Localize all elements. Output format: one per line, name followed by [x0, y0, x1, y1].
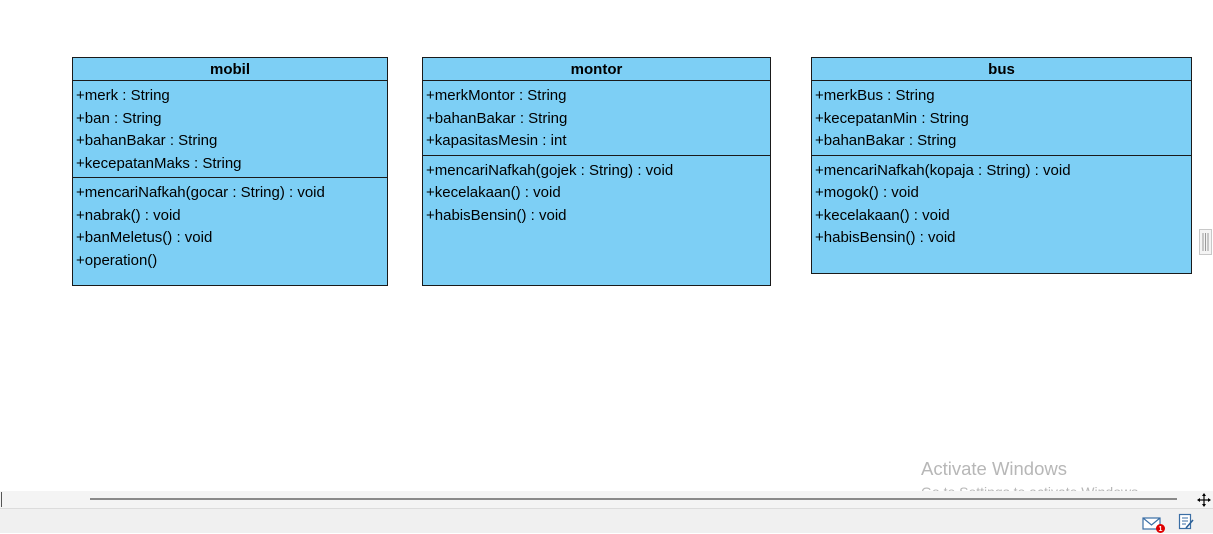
attributes-compartment: +merk : String +ban : String +bahanBakar… [73, 81, 387, 178]
attribute[interactable]: +merk : String [76, 87, 170, 104]
resize-grip-icon[interactable] [1199, 229, 1212, 255]
watermark-title: Activate Windows [921, 458, 1067, 479]
operation[interactable]: +habisBensin() : void [426, 206, 567, 224]
class-name[interactable]: montor [423, 58, 770, 81]
diagram-canvas[interactable]: mobil +merk : String +ban : String +baha… [0, 0, 1213, 500]
status-bar: 1 [0, 508, 1213, 533]
operation[interactable]: +mogok() : void [815, 184, 919, 201]
operations-compartment: +mencariNafkah(kopaja : String) : void +… [812, 156, 1191, 252]
class-name[interactable]: bus [812, 58, 1191, 81]
class-box-bus[interactable]: bus +merkBus : String +kecepatanMin : St… [811, 57, 1192, 274]
attribute[interactable]: +bahanBakar : String [815, 132, 957, 149]
operation[interactable]: +banMeletus() : void [76, 229, 213, 246]
operation[interactable]: +habisBensin() : void [815, 229, 956, 246]
attribute[interactable]: +bahanBakar : String [76, 132, 218, 149]
operation[interactable]: +kecelakaan() : void [426, 184, 561, 201]
scroll-track[interactable] [90, 498, 1177, 500]
operation[interactable]: +mencariNafkah(kopaja : String) : void [815, 161, 1071, 179]
class-name[interactable]: mobil [73, 58, 387, 81]
move-icon[interactable] [1196, 493, 1212, 507]
attributes-compartment: +merkMontor : String +bahanBakar : Strin… [423, 81, 770, 156]
notification-count: 1 [1159, 526, 1163, 533]
horizontal-scrollbar[interactable] [0, 491, 1213, 508]
operation[interactable]: +nabrak() : void [76, 206, 181, 224]
mail-notification-icon[interactable]: 1 [1142, 516, 1166, 534]
attribute[interactable]: +ban : String [76, 109, 162, 127]
attribute[interactable]: +kecepatanMaks : String [76, 154, 242, 172]
attributes-compartment: +merkBus : String +kecepatanMin : String… [812, 81, 1191, 156]
scroll-left-marker [1, 492, 2, 507]
attribute[interactable]: +kapasitasMesin : int [426, 132, 567, 149]
attribute[interactable]: +merkBus : String [815, 87, 935, 104]
class-box-montor[interactable]: montor +merkMontor : String +bahanBakar … [422, 57, 771, 286]
attribute[interactable]: +merkMontor : String [426, 87, 567, 104]
attribute[interactable]: +bahanBakar : String [426, 109, 568, 127]
class-box-mobil[interactable]: mobil +merk : String +ban : String +baha… [72, 57, 388, 286]
operation[interactable]: +mencariNafkah(gocar : String) : void [76, 184, 325, 201]
operations-compartment: +mencariNafkah(gocar : String) : void +n… [73, 178, 387, 274]
operation[interactable]: +mencariNafkah(gojek : String) : void [426, 161, 674, 179]
attribute[interactable]: +kecepatanMin : String [815, 109, 969, 127]
operation[interactable]: +operation() [76, 251, 158, 269]
operation[interactable]: +kecelakaan() : void [815, 206, 950, 224]
edit-document-icon[interactable] [1178, 513, 1194, 531]
operations-compartment: +mencariNafkah(gojek : String) : void +k… [423, 156, 770, 230]
